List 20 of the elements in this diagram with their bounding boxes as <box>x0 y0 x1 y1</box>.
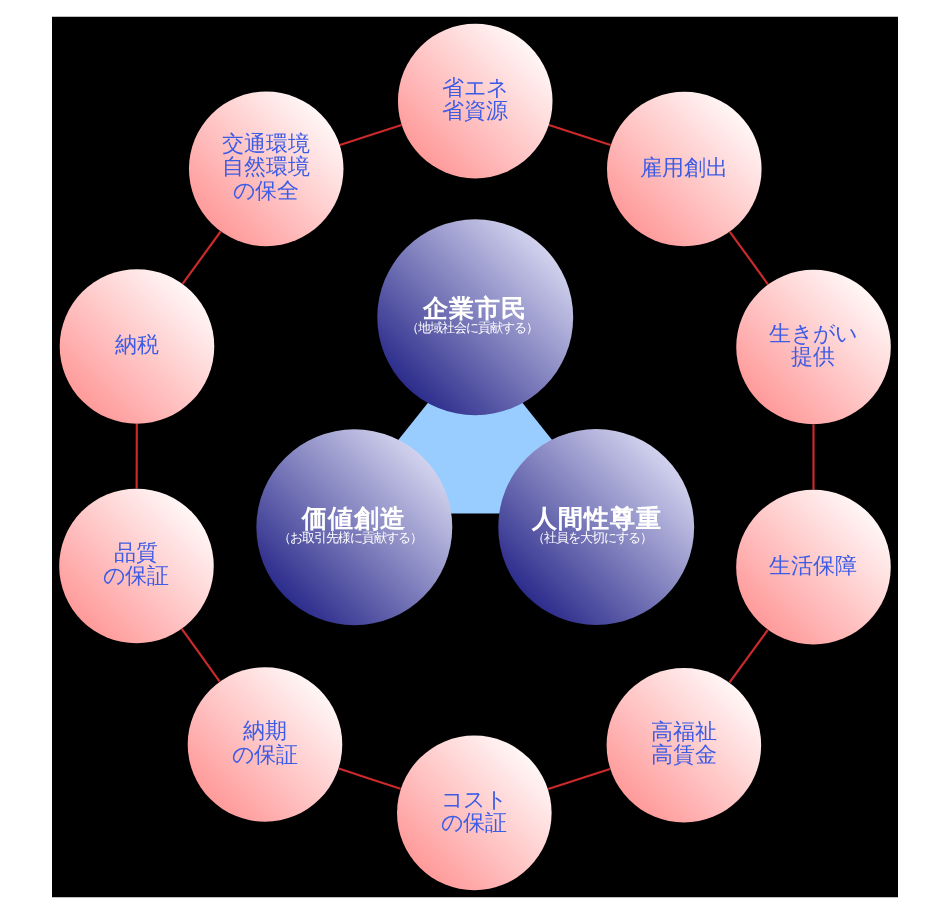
connector <box>179 628 220 683</box>
node-circle: 納期の保証 <box>186 667 342 822</box>
connector <box>811 424 814 490</box>
node-circle: コストの保証 <box>396 735 551 891</box>
connector <box>546 768 610 791</box>
connector <box>727 629 768 684</box>
node-circle: 省エネ省資源 <box>396 23 552 179</box>
node-circle: 高福祉高賃金 <box>605 667 761 823</box>
connector <box>337 767 400 790</box>
node-circle: 生活保障 <box>735 489 890 645</box>
node-circle: 納税 <box>58 269 214 424</box>
node-circle: 品質の保証 <box>58 488 213 644</box>
connector <box>727 231 768 285</box>
node-circle: 生きがい提供 <box>735 269 890 425</box>
connector <box>134 423 137 489</box>
node-circle: 雇用創出 <box>606 91 761 247</box>
connector <box>338 123 401 146</box>
node-circle: 交通環境自然環境の保全 <box>187 91 343 247</box>
connector <box>180 230 221 285</box>
connector <box>547 124 610 147</box>
